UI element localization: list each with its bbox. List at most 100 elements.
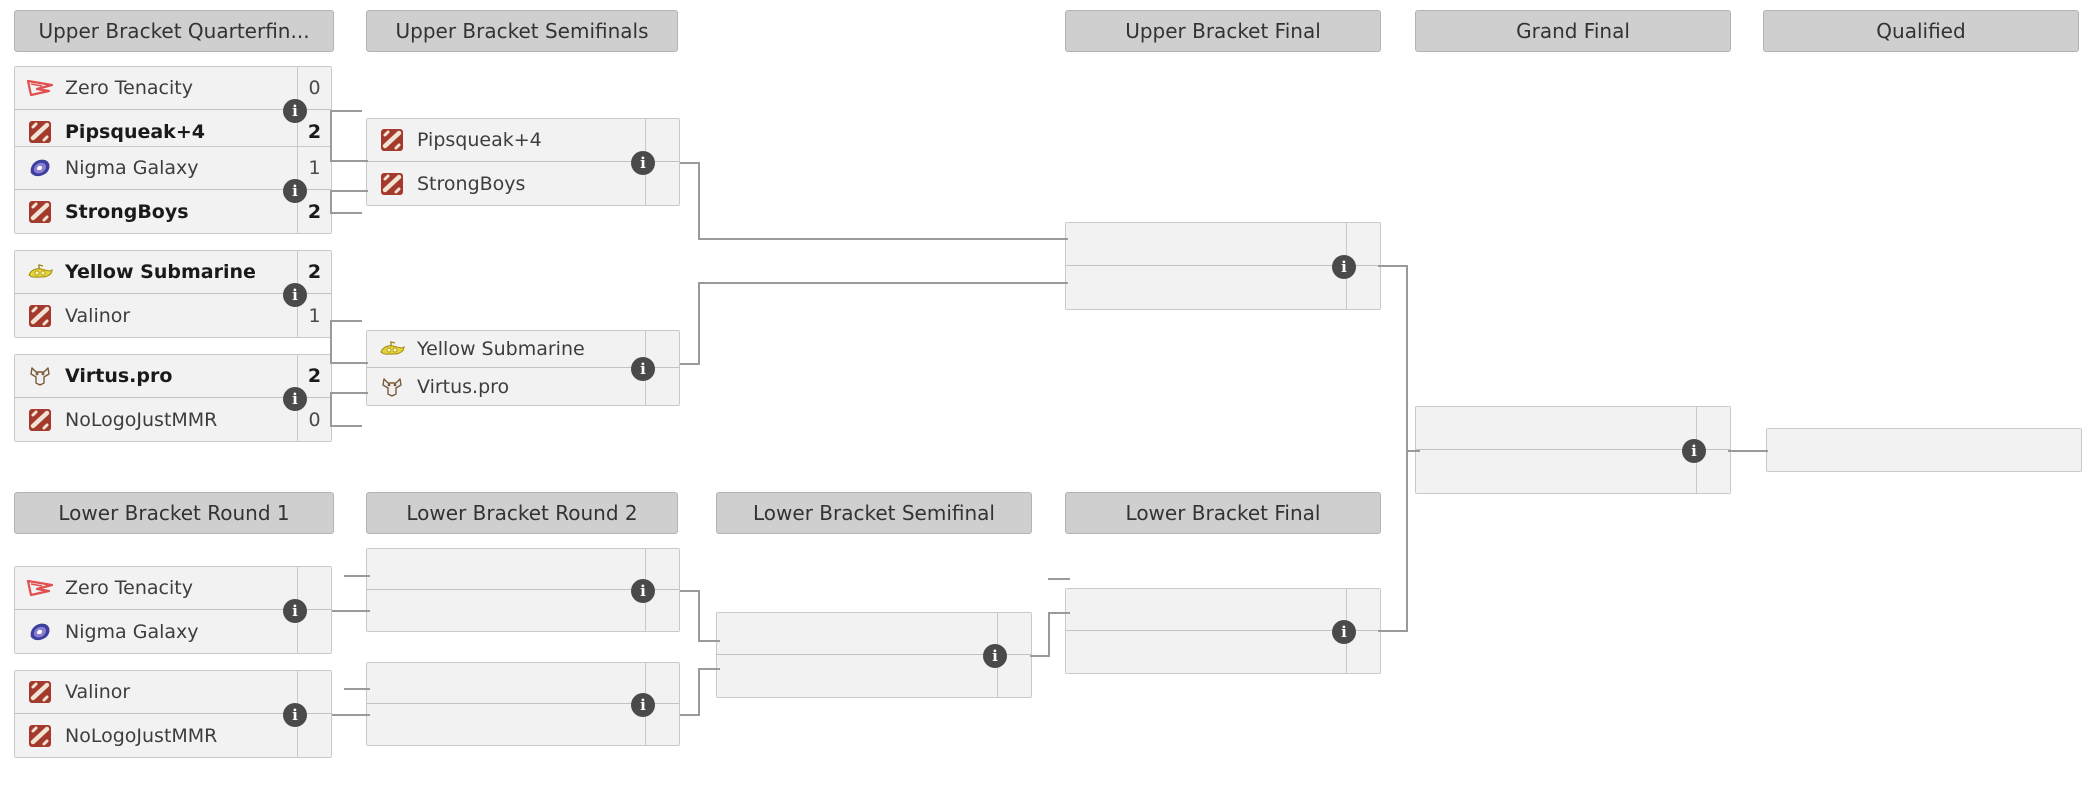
match-row[interactable] [1416, 407, 1730, 450]
match-info-icon[interactable]: i [283, 283, 307, 307]
match-info-icon[interactable]: i [283, 703, 307, 727]
match-info-icon[interactable]: i [283, 387, 307, 411]
match-lower-bracket-r1-1[interactable]: Zero Tenacity Nigma Galaxy i [14, 566, 332, 654]
team-name: Yellow Submarine [65, 261, 256, 283]
match-lower-bracket-r2-2[interactable]: i [366, 662, 680, 746]
match-row[interactable] [1416, 450, 1730, 493]
match-row[interactable]: Yellow Submarine [367, 331, 679, 368]
team-name: Valinor [65, 681, 131, 703]
connector-ubf-drop [1406, 265, 1408, 452]
nigma-galaxy-logo-icon [30, 159, 50, 177]
match-row[interactable]: Zero Tenacity [15, 567, 331, 610]
connector-lbr2m1-in-top [344, 575, 370, 577]
round-header-lower-bracket-round-2[interactable]: Lower Bracket Round 2 [366, 492, 678, 534]
match-info-icon[interactable]: i [283, 99, 307, 123]
match-row[interactable]: Nigma Galaxy 1 [15, 147, 331, 190]
dota-default-logo-icon [29, 681, 51, 703]
match-info-icon[interactable]: i [283, 599, 307, 623]
match-info-icon[interactable]: i [631, 693, 655, 717]
match-row[interactable]: Zero Tenacity 0 [15, 67, 331, 110]
match-upper-bracket-qf-4[interactable]: Virtus.pro 2 NoLogoJustMMR 0 i [14, 354, 332, 442]
round-header-grand-final[interactable]: Grand Final [1415, 10, 1731, 52]
match-info-icon[interactable]: i [983, 644, 1007, 668]
team-name: Pipsqueak+4 [65, 120, 205, 143]
match-row[interactable]: Pipsqueak+4 2 [15, 110, 331, 153]
match-row[interactable] [717, 613, 1031, 655]
match-upper-bracket-final[interactable]: i [1065, 222, 1381, 310]
match-row[interactable] [367, 590, 679, 631]
match-row[interactable]: Nigma Galaxy [15, 610, 331, 653]
match-info-icon[interactable]: i [283, 179, 307, 203]
round-header-qualified[interactable]: Qualified [1763, 10, 2079, 52]
score-cell: 2 [297, 190, 331, 233]
match-row[interactable] [1066, 589, 1380, 631]
score-cell [1346, 589, 1380, 630]
match-info-icon[interactable]: i [1682, 439, 1706, 463]
connector-gf-in-top [1406, 450, 1420, 452]
match-info-icon[interactable]: i [631, 151, 655, 175]
match-upper-bracket-sf-2[interactable]: Yellow Submarine Virtus.pro i [366, 330, 680, 406]
connector-ubsf2-in-bottom [330, 392, 368, 394]
match-qualified-slot[interactable] [1766, 428, 2082, 472]
match-row[interactable]: Pipsqueak+4 [367, 119, 679, 162]
match-info-icon[interactable]: i [1332, 620, 1356, 644]
match-info-icon[interactable]: i [631, 579, 655, 603]
connector-ubsf1-in-bottom [330, 190, 368, 192]
match-row[interactable]: Yellow Submarine 2 [15, 251, 331, 294]
match-row[interactable] [1066, 266, 1380, 309]
connector-ubsf1-drop [698, 162, 700, 240]
connector-lbsf-in-top [698, 640, 720, 642]
connector-lbsf-in-bottom [698, 668, 720, 670]
connector-lbf-in-top [1048, 578, 1070, 580]
score-cell [297, 610, 331, 653]
connector-lbr1m2-out [332, 714, 370, 716]
dota-default-logo-icon [381, 129, 403, 151]
match-row[interactable] [717, 655, 1031, 697]
round-header-lower-bracket-semifinal[interactable]: Lower Bracket Semifinal [716, 492, 1032, 534]
team-name: NoLogoJustMMR [65, 724, 218, 747]
match-row[interactable]: NoLogoJustMMR [15, 714, 331, 757]
zero-tenacity-logo-icon [26, 79, 54, 97]
match-upper-bracket-sf-1[interactable]: Pipsqueak+4 StrongBoys i [366, 118, 680, 206]
dota-default-logo-icon [29, 724, 51, 747]
match-lower-bracket-r2-1[interactable]: i [366, 548, 680, 632]
match-row[interactable] [1066, 223, 1380, 266]
round-header-upper-bracket-semifinals[interactable]: Upper Bracket Semifinals [366, 10, 678, 52]
round-header-lower-bracket-round-1[interactable]: Lower Bracket Round 1 [14, 492, 334, 534]
match-upper-bracket-qf-3[interactable]: Yellow Submarine 2 Valinor 1 i [14, 250, 332, 338]
round-header-upper-bracket-quarterfinals[interactable]: Upper Bracket Quarterfin... [14, 10, 334, 52]
score-cell [297, 714, 331, 757]
match-row[interactable]: Virtus.pro 2 [15, 355, 331, 398]
score-cell [997, 655, 1031, 697]
round-header-upper-bracket-final[interactable]: Upper Bracket Final [1065, 10, 1381, 52]
match-lower-bracket-r1-2[interactable]: Valinor NoLogoJustMMR i [14, 670, 332, 758]
match-row[interactable]: StrongBoys [367, 162, 679, 205]
match-row[interactable] [1066, 631, 1380, 673]
match-lower-bracket-semifinal[interactable]: i [716, 612, 1032, 698]
score-cell [1346, 223, 1380, 265]
match-row[interactable] [1767, 429, 2081, 471]
match-row[interactable]: Virtus.pro [367, 368, 679, 405]
dota-default-logo-icon [29, 304, 51, 327]
match-row[interactable] [367, 704, 679, 745]
match-row[interactable]: Valinor 1 [15, 294, 331, 337]
match-grand-final[interactable]: i [1415, 406, 1731, 494]
connector-ubqf2-rise [330, 190, 332, 214]
match-row[interactable] [367, 549, 679, 590]
virtus-pro-logo-icon [382, 377, 402, 397]
connector-lbr2m2-in-top [344, 688, 370, 690]
match-row[interactable]: NoLogoJustMMR 0 [15, 398, 331, 441]
score-cell [997, 613, 1031, 654]
match-row[interactable]: StrongBoys 2 [15, 190, 331, 233]
match-row[interactable]: Valinor [15, 671, 331, 714]
connector-lbr1m1-out [332, 610, 370, 612]
match-info-icon[interactable]: i [1332, 255, 1356, 279]
match-upper-bracket-qf-1[interactable]: Zero Tenacity 0 Pipsqueak+4 2 i [14, 66, 332, 154]
match-lower-bracket-final[interactable]: i [1065, 588, 1381, 674]
match-upper-bracket-qf-2[interactable]: Nigma Galaxy 1 StrongBoys 2 i [14, 146, 332, 234]
match-row[interactable] [367, 663, 679, 704]
team-name: StrongBoys [417, 172, 526, 195]
round-header-lower-bracket-final[interactable]: Lower Bracket Final [1065, 492, 1381, 534]
team-cell: Virtus.pro [367, 374, 645, 400]
match-info-icon[interactable]: i [631, 357, 655, 381]
